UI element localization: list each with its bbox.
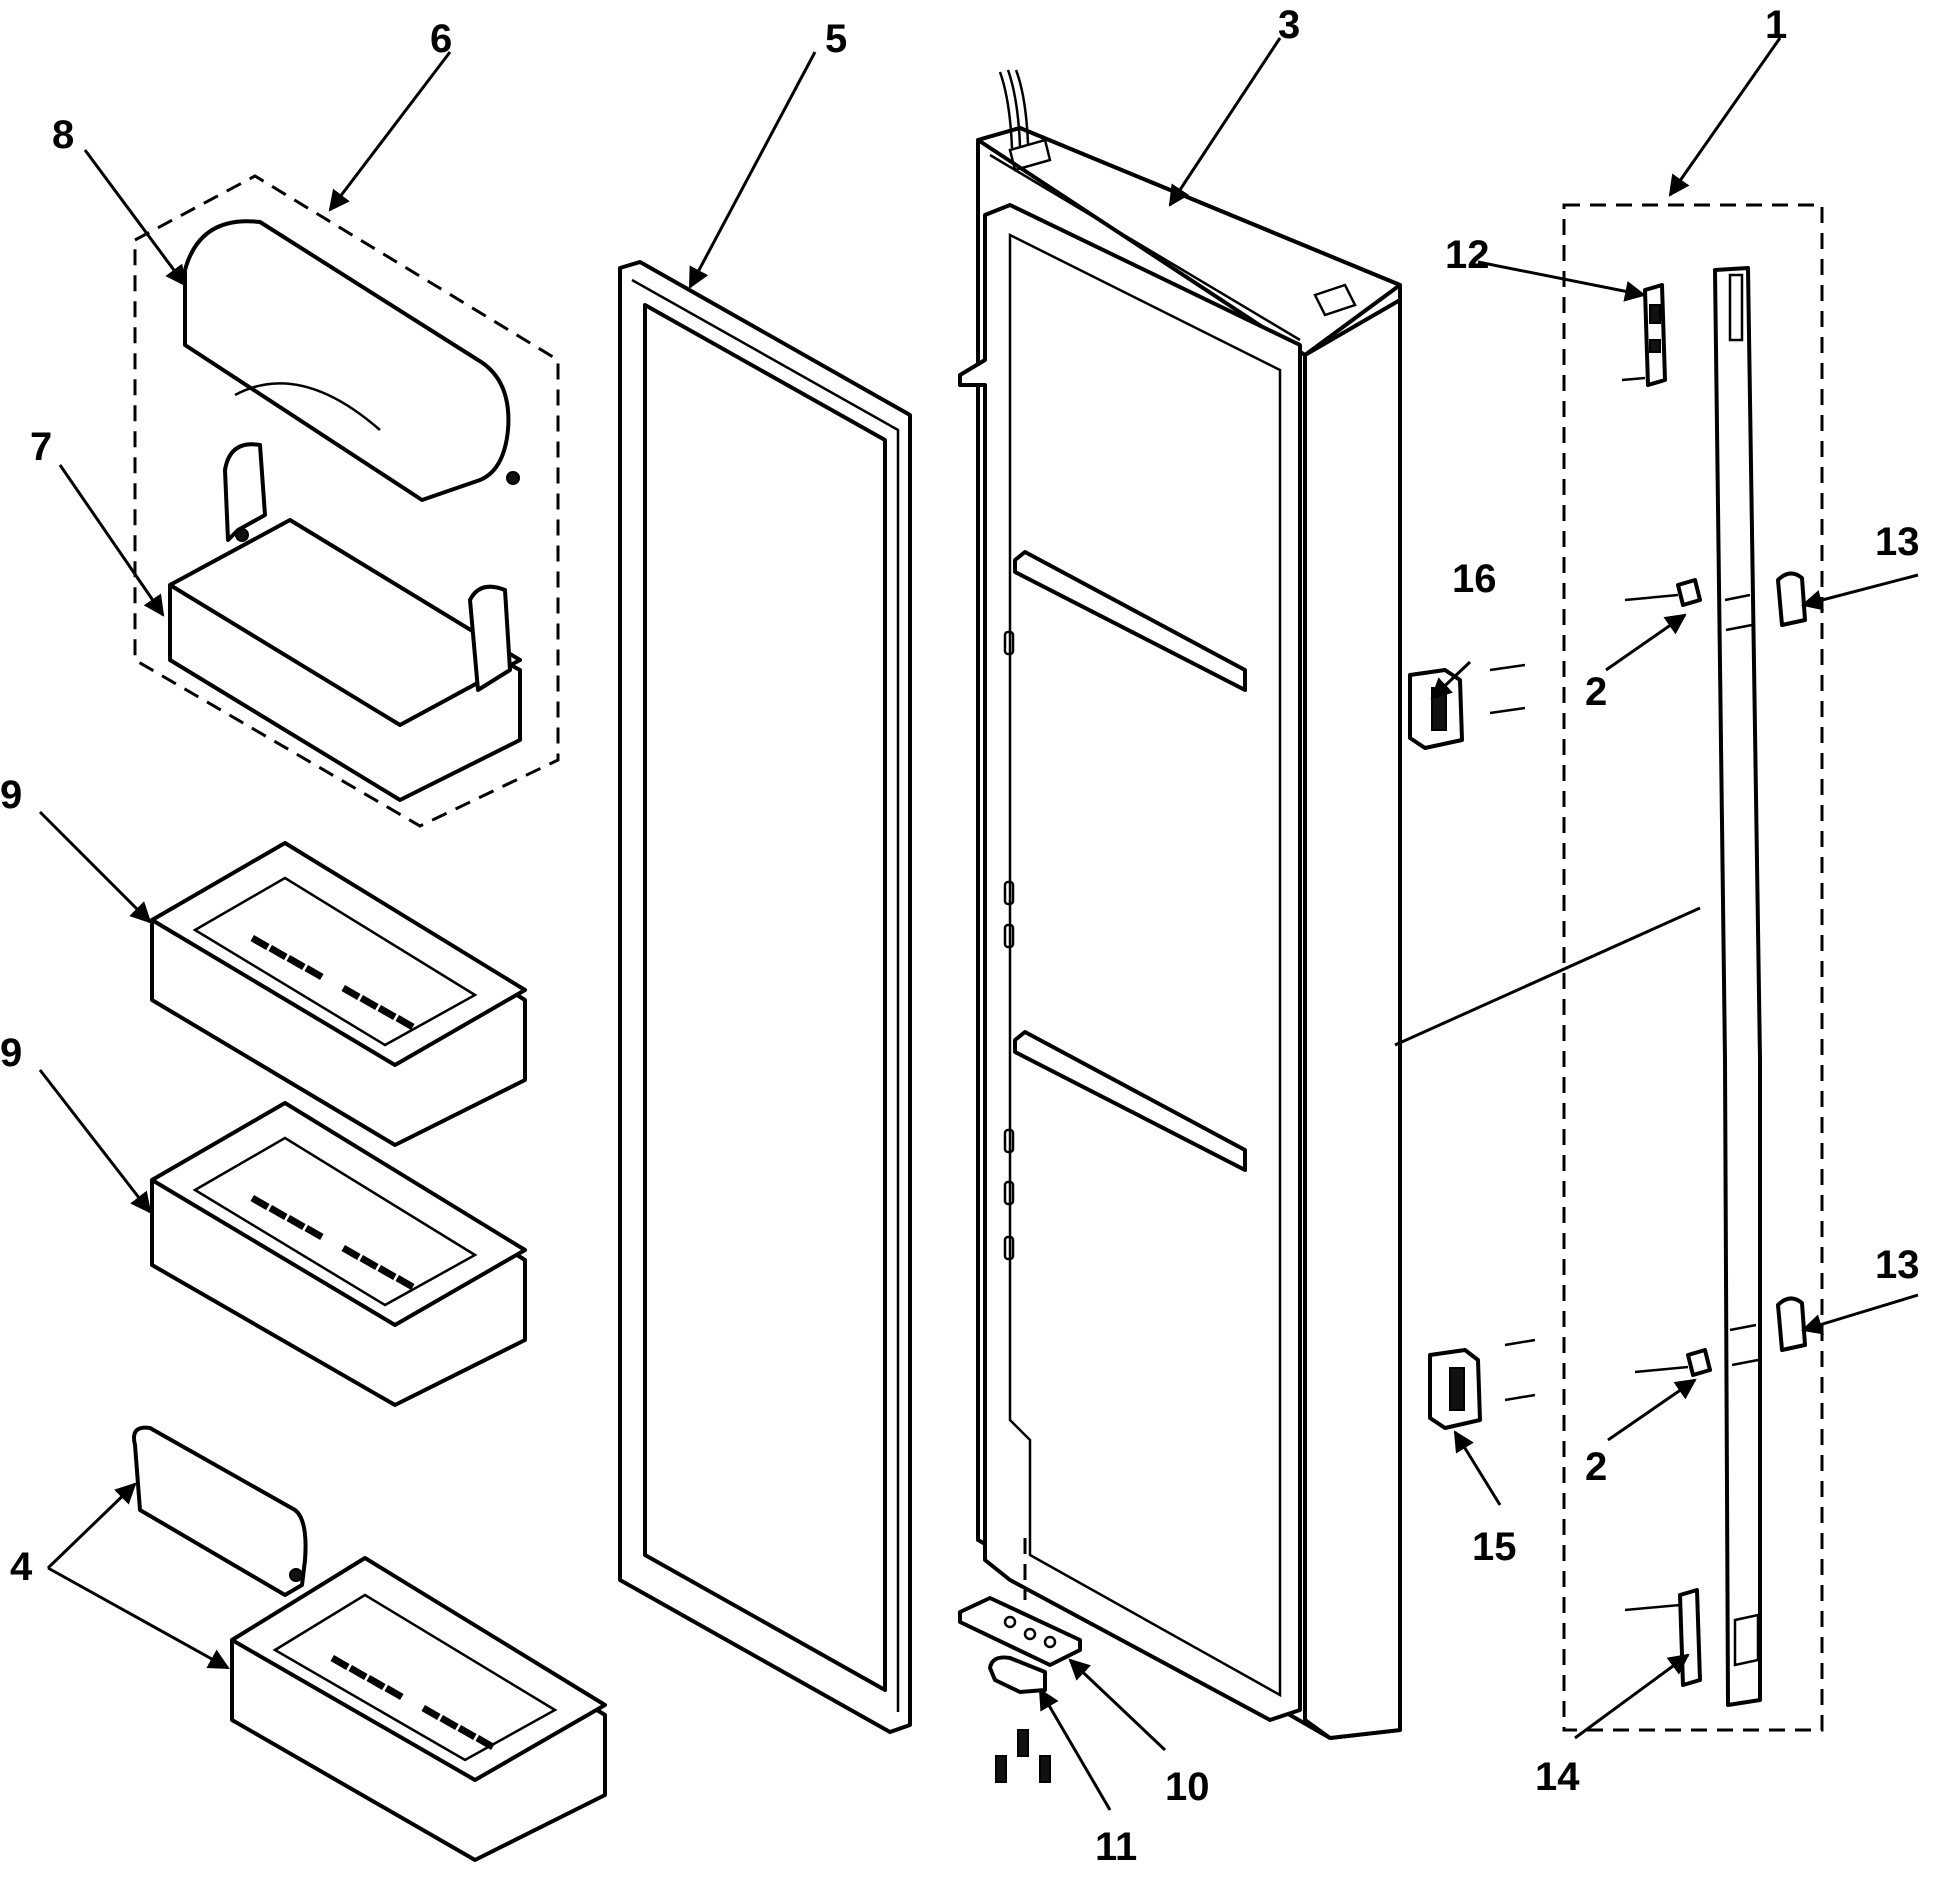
hinge-screws [995, 1729, 1051, 1783]
callout-3: 3 [1278, 3, 1300, 47]
callout-8: 8 [52, 113, 74, 157]
bottom-hinge-parts [958, 1538, 1082, 1783]
handle-stop-upper-part [1408, 663, 1526, 750]
callout-9-lower: 9 [0, 1031, 22, 1075]
callout-10: 10 [1165, 1765, 1210, 1809]
callout-14: 14 [1535, 1755, 1580, 1799]
callout-11: 11 [1095, 1825, 1137, 1869]
callout-2-lower: 2 [1585, 1445, 1607, 1489]
handle-assembly-group [1562, 203, 1824, 1732]
bin-vent-slots [250, 1195, 415, 1291]
callout-6: 6 [430, 17, 452, 61]
callout-7: 7 [30, 425, 52, 469]
door-bin-upper-part [150, 841, 527, 1147]
door-assembly-part [958, 69, 1402, 1740]
callout-1: 1 [1765, 3, 1787, 47]
door-bin-middle-part [150, 1101, 527, 1407]
bin-vent-slots [250, 935, 415, 1031]
guard-assembly-group [133, 174, 560, 828]
callout-labels: 1 2 2 3 4 5 6 7 8 9 9 10 11 12 13 13 14 … [0, 3, 1920, 1869]
callout-2-upper: 2 [1585, 670, 1607, 714]
callout-12: 12 [1445, 233, 1490, 277]
callout-13-upper: 13 [1875, 520, 1920, 564]
door-gasket-part [618, 260, 912, 1734]
callout-4: 4 [10, 1545, 33, 1589]
handle-stop-lower-part [1428, 1338, 1536, 1430]
callout-16: 16 [1452, 557, 1497, 601]
dairy-bin-part [168, 442, 522, 802]
callout-15: 15 [1472, 1525, 1517, 1569]
bin-vent-slots [330, 1654, 495, 1751]
bottom-bin-part [230, 1556, 607, 1862]
leader-arrows [38, 37, 1919, 1811]
callout-5: 5 [825, 17, 847, 61]
callout-13-lower: 13 [1875, 1243, 1920, 1287]
dairy-cover-part [183, 219, 520, 502]
bottom-bin-cover-part [132, 1425, 308, 1597]
callout-9-upper: 9 [0, 773, 22, 817]
